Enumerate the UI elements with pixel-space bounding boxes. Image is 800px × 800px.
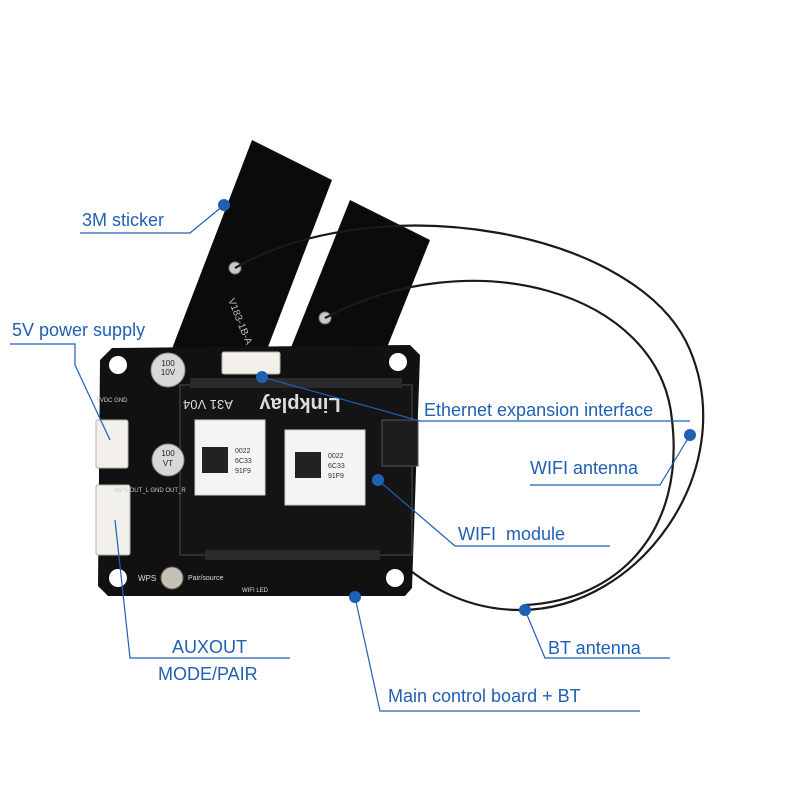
cap-label-4: VT — [163, 459, 173, 468]
capacitor-bottom — [151, 443, 185, 477]
qr-right — [295, 452, 321, 478]
callout-aux — [114, 519, 290, 659]
label-ethernet: Ethernet expansion interface — [424, 400, 654, 420]
dot-main — [349, 591, 361, 603]
callout-ethernet — [261, 376, 690, 422]
header-pins-bottom — [205, 550, 380, 560]
mount-hole — [386, 569, 404, 587]
bt-antenna-cable — [324, 279, 675, 607]
cap-label-2: 10V — [161, 368, 176, 377]
dot-sticker — [218, 199, 230, 211]
power-connector — [95, 419, 129, 469]
model-text: A31 V04 — [183, 397, 233, 412]
dot-wifi-antenna — [684, 429, 696, 441]
dot-wifi-module — [372, 474, 384, 486]
chip-code-6: 91F9 — [328, 473, 344, 480]
callout-wifi-module — [377, 479, 610, 547]
chip-code-1: 0022 — [235, 448, 251, 455]
callout-lines — [10, 204, 691, 712]
chip-code-5: 6C33 — [328, 463, 345, 470]
mount-hole — [389, 353, 407, 371]
callout-power — [10, 343, 111, 441]
label-auxout: AUXOUT — [172, 637, 248, 657]
callout-main — [354, 596, 640, 712]
ethernet-connector — [221, 351, 281, 375]
flash-chip — [381, 419, 419, 467]
callout-wifi-antenna — [530, 434, 691, 486]
label-wifi-module: WIFI module — [458, 524, 566, 544]
power-pin-label: 5VDC GND — [96, 398, 128, 404]
wps-label: WPS — [138, 574, 156, 583]
cap-label-1: 100 — [161, 359, 175, 368]
label-main-board: Main control board + BT — [388, 686, 581, 706]
callout-sticker — [80, 204, 225, 234]
label-wifi-antenna: WIFI antenna — [530, 458, 639, 478]
pair-source-label: Pair/source — [188, 575, 224, 582]
cap-label-3: 100 — [161, 449, 175, 458]
aux-pin-label: WPS OUT_L GND OUT_R — [114, 488, 186, 494]
chip-code-3: 91F9 — [235, 468, 251, 475]
wps-button[interactable] — [160, 566, 184, 590]
wifi-led-label: WIFI LED — [242, 588, 269, 594]
mount-hole — [109, 356, 127, 374]
callout-dots — [218, 199, 696, 616]
aux-connector — [95, 484, 131, 556]
label-bt-antenna: BT antenna — [548, 638, 641, 658]
dot-bt-antenna — [519, 604, 531, 616]
mount-hole — [109, 569, 127, 587]
label-mode-pair: MODE/PAIR — [158, 664, 258, 684]
qr-left — [202, 447, 228, 473]
header-pins-top — [190, 378, 402, 388]
capacitor-top — [150, 352, 186, 388]
wifi-antenna-cable — [234, 224, 705, 612]
chip-code-4: 0022 — [328, 453, 344, 460]
label-3m-sticker: 3M sticker — [82, 210, 165, 230]
callout-bt-antenna — [524, 609, 670, 659]
label-5v-power: 5V power supply — [12, 320, 146, 340]
chip-code-2: 6C33 — [235, 458, 252, 465]
dot-ethernet — [256, 371, 268, 383]
brand-text: Linkplay — [259, 393, 341, 415]
